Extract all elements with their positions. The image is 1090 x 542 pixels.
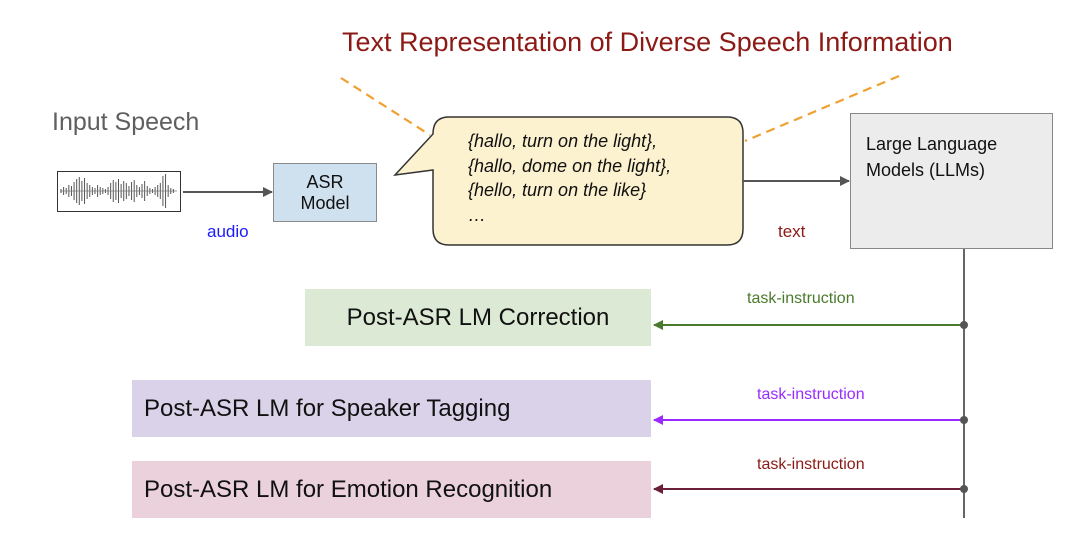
hypotheses-list: {hallo, turn on the light}, {hallo, dome… — [468, 129, 671, 227]
diagram-title: Text Representation of Diverse Speech In… — [342, 27, 953, 57]
task-label: Post-ASR LM Correction — [346, 303, 610, 331]
task-label: Post-ASR LM for Emotion Recognition — [144, 475, 553, 503]
task-box-correction: Post-ASR LM Correction — [305, 289, 651, 346]
junction-dot — [960, 321, 968, 329]
llm-label-line1: Large Language — [866, 134, 998, 154]
hypothesis-item: {hallo, turn on the light}, — [468, 131, 658, 151]
hypotheses-bubble — [393, 116, 744, 246]
llm-label-line2: Models (LLMs) — [866, 160, 986, 180]
callout-dash-right — [744, 74, 900, 143]
callout-dash-left — [340, 77, 431, 136]
task-instruction-label-correction: task-instruction — [747, 290, 855, 307]
junction-dot — [960, 416, 968, 424]
task-instruction-label-speaker: task-instruction — [757, 386, 865, 403]
audio-edge-label: audio — [207, 222, 249, 241]
asr-model-line2: Model — [300, 192, 350, 213]
hypothesis-ellipsis: … — [468, 204, 486, 225]
text-edge-label: text — [778, 222, 806, 241]
input-speech-label: Input Speech — [52, 108, 200, 136]
audio-waveform-icon — [60, 174, 177, 208]
task-label: Post-ASR LM for Speaker Tagging — [144, 394, 511, 422]
task-instruction-label-emotion: task-instruction — [757, 456, 865, 473]
hypothesis-item: {hallo, dome on the light}, — [468, 155, 672, 176]
llm-box — [850, 113, 1053, 249]
task-box-speaker-tagging: Post-ASR LM for Speaker Tagging — [132, 380, 651, 437]
hypothesis-item: {hello, turn on the like} — [468, 180, 647, 200]
task-box-emotion-recognition: Post-ASR LM for Emotion Recognition — [132, 461, 651, 518]
asr-model-box: ASR Model — [273, 163, 377, 222]
asr-model-line1: ASR — [306, 171, 344, 192]
llm-label: Large Language Models (LLMs) — [866, 131, 997, 183]
junction-dot — [960, 485, 968, 493]
audio-waveform-box — [57, 171, 181, 212]
